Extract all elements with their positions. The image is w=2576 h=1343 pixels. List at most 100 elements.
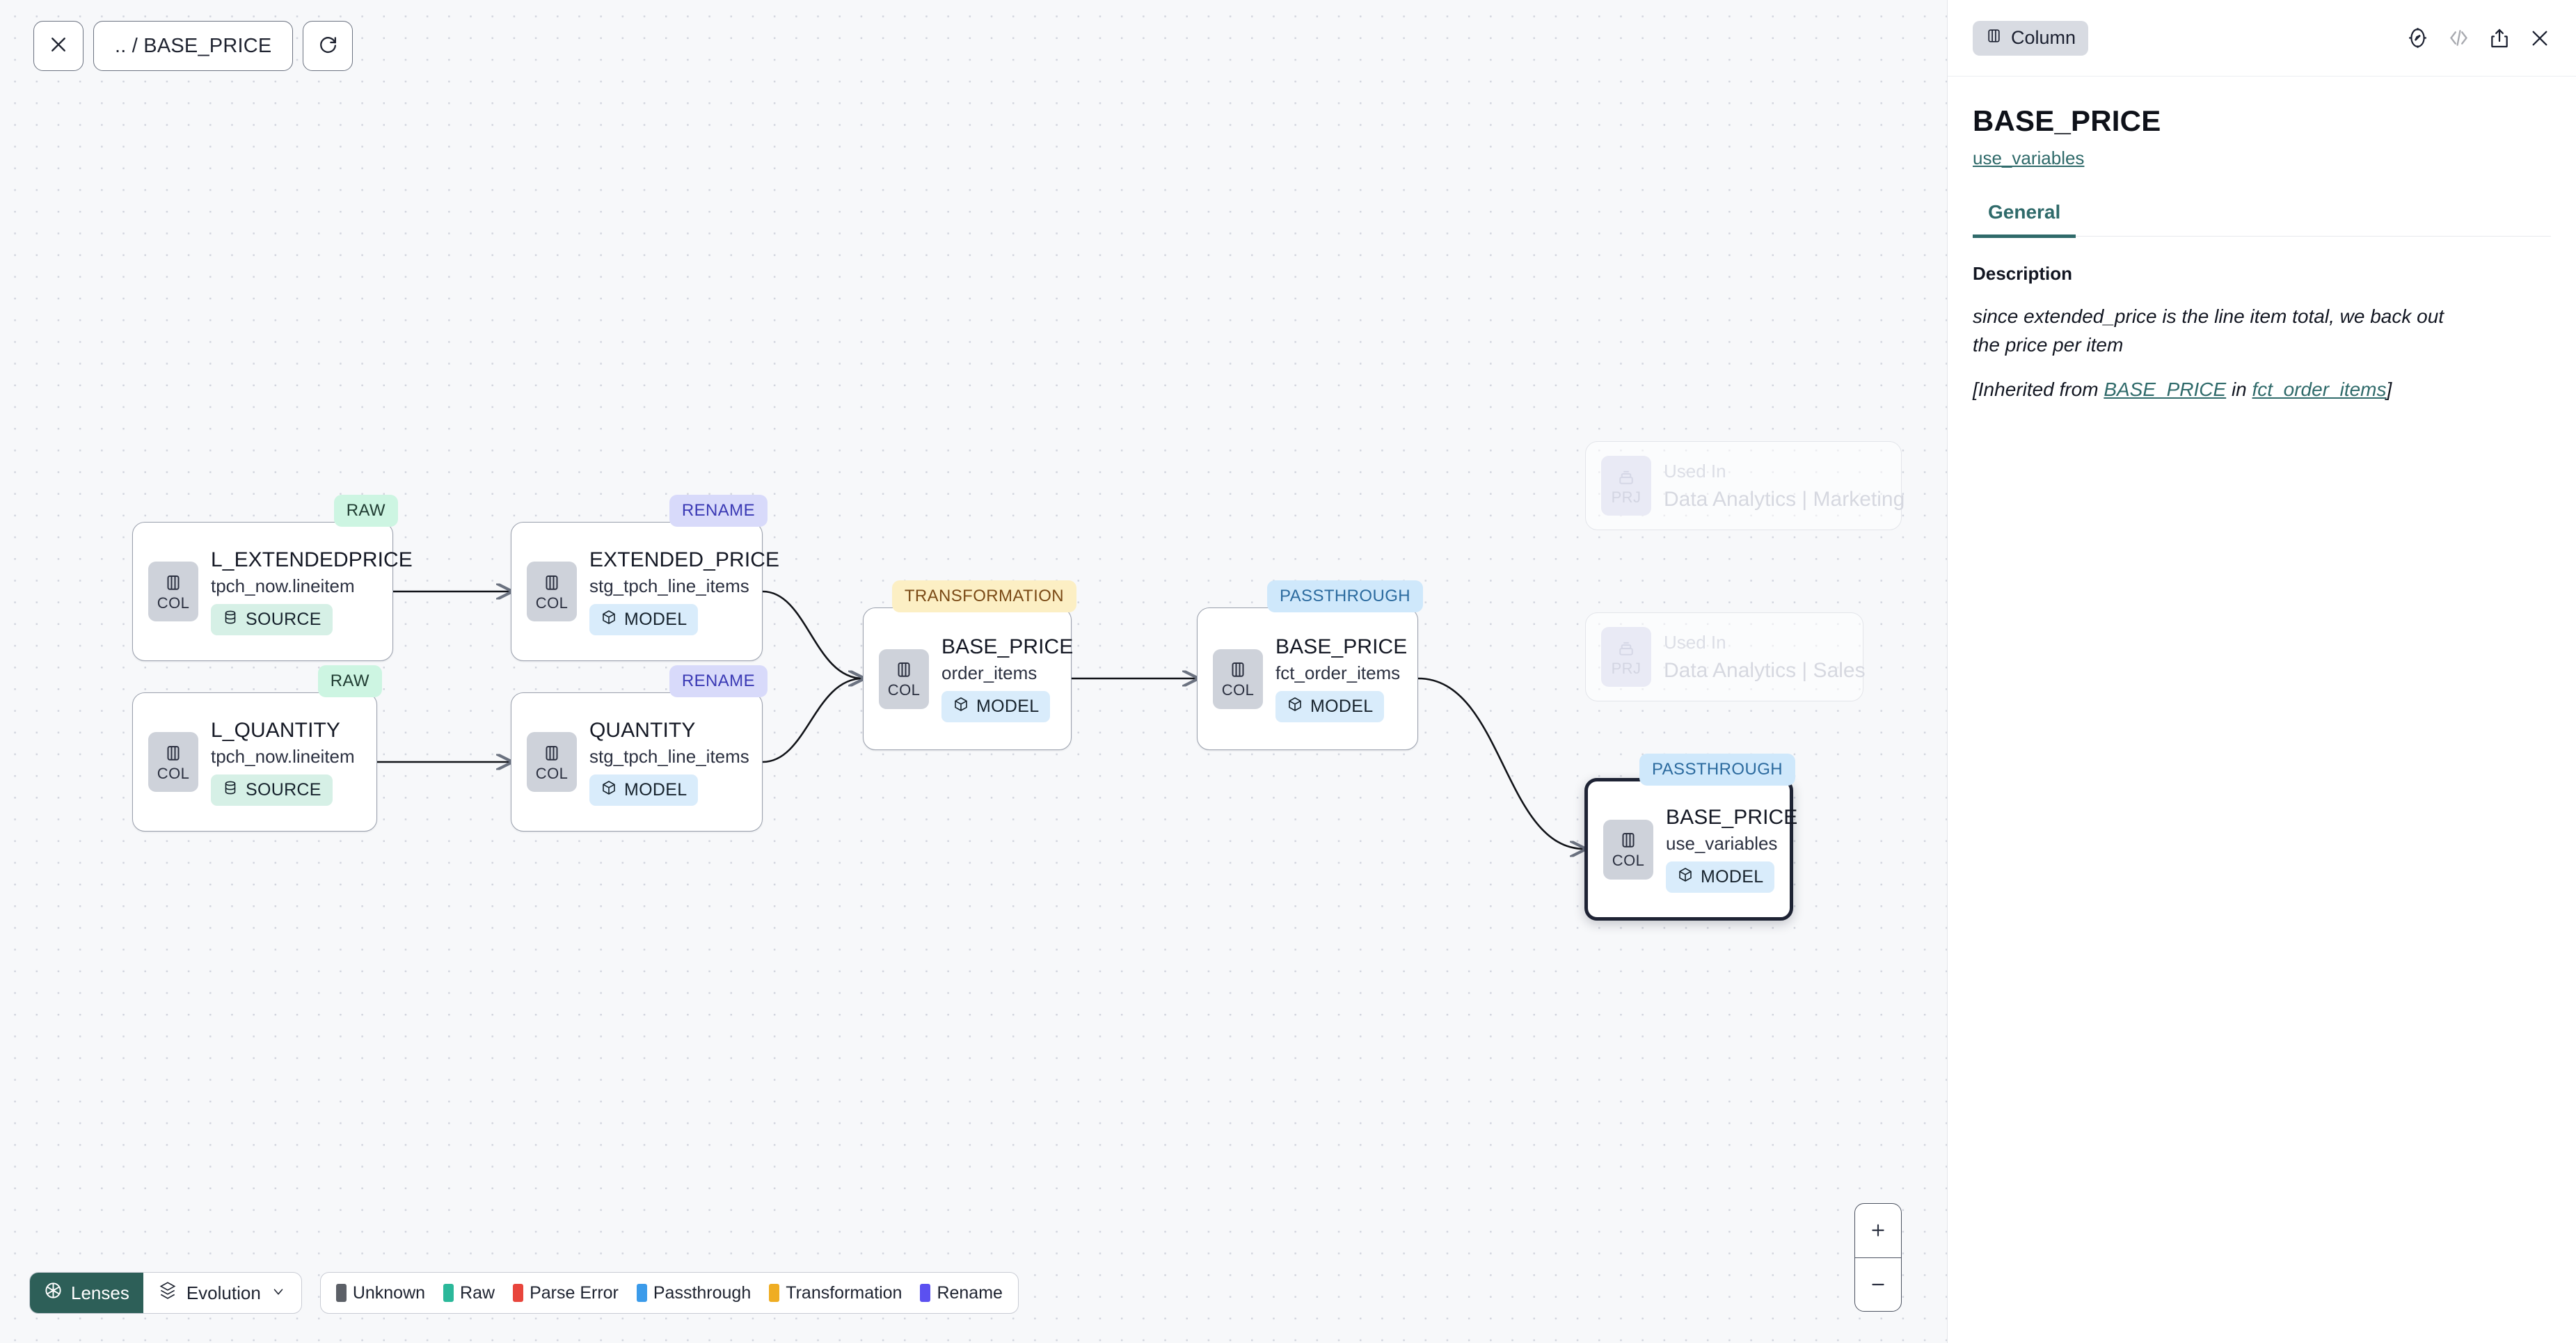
legend-label: Rename xyxy=(937,1282,1003,1303)
source-icon xyxy=(222,609,239,630)
lineage-legend: Unknown Raw Parse Error Passthrough Transfor… xyxy=(319,1272,1019,1314)
node-badge: PASSTHROUGH xyxy=(1639,754,1795,786)
entity-type-chip[interactable]: Column xyxy=(1973,20,2089,56)
used-in-node[interactable]: PRJ Used In Data Analytics | Sales xyxy=(1585,612,1866,701)
node-kind-chip: SOURCE xyxy=(211,603,333,635)
legend-swatch xyxy=(920,1284,931,1302)
node-title: BASE_PRICE xyxy=(1666,806,1798,829)
entity-type-label: Column xyxy=(2011,27,2076,48)
lineage-canvas[interactable]: .. / BASE_PRICE PRJ Used In Data Analytics… xyxy=(0,0,1947,1343)
node-kind-chip: MODEL xyxy=(1666,861,1775,893)
column-icon: COL xyxy=(527,562,577,621)
node-badge: RENAME xyxy=(669,495,768,527)
legend-swatch xyxy=(636,1284,647,1302)
legend-swatch xyxy=(443,1284,454,1302)
evolution-dropdown[interactable]: Evolution xyxy=(143,1273,301,1313)
lineage-node[interactable]: RENAME COL EXTENDED_PRICE stg_tpch_line_ite… xyxy=(511,495,779,661)
breadcrumb[interactable]: .. / BASE_PRICE xyxy=(93,21,294,71)
zoom-in-button[interactable] xyxy=(1855,1204,1901,1257)
used-in-node[interactable]: PRJ Used In Data Analytics | Marketing xyxy=(1585,441,1905,530)
panel-header-actions xyxy=(2406,26,2551,49)
lenses-group: Lenses Evolution xyxy=(29,1272,302,1314)
model-icon xyxy=(1287,696,1303,717)
close-panel-icon[interactable] xyxy=(2529,27,2551,49)
used-in-label: Used In xyxy=(1664,631,1726,653)
zoom-controls xyxy=(1854,1203,1902,1312)
legend-item[interactable]: Parse Error xyxy=(513,1283,619,1303)
legend-label: Unknown xyxy=(352,1282,426,1303)
node-title: L_EXTENDEDPRICE xyxy=(211,548,413,571)
used-in-target: Data Analytics | Sales xyxy=(1664,658,1866,682)
evolution-label: Evolution xyxy=(186,1282,261,1303)
node-title: EXTENDED_PRICE xyxy=(589,548,780,571)
share-icon[interactable] xyxy=(2488,27,2511,49)
column-icon: COL xyxy=(148,732,198,792)
node-subtitle: fct_order_items xyxy=(1275,662,1401,683)
legend-item[interactable]: Rename xyxy=(920,1283,1003,1303)
model-icon xyxy=(601,609,617,630)
used-in-target: Data Analytics | Marketing xyxy=(1664,487,1905,511)
inherited-model-link[interactable]: fct_order_items xyxy=(2252,379,2387,401)
used-in-label: Used In xyxy=(1664,460,1726,482)
refresh-button[interactable] xyxy=(303,21,353,71)
legend-label: Passthrough xyxy=(653,1282,752,1303)
model-icon xyxy=(1677,866,1694,888)
parent-model-link[interactable]: use_variables xyxy=(1973,148,2085,168)
tab-general[interactable]: General xyxy=(1973,201,2076,238)
node-kind-chip: MODEL xyxy=(589,774,699,806)
node-subtitle: use_variables xyxy=(1666,833,1778,854)
node-badge: RENAME xyxy=(669,665,768,697)
legend-item[interactable]: Raw xyxy=(443,1283,495,1303)
node-kind-chip: MODEL xyxy=(589,603,699,635)
model-icon xyxy=(601,779,617,801)
node-badge: TRANSFORMATION xyxy=(891,580,1076,612)
column-icon: COL xyxy=(527,732,577,792)
inherited-column-link[interactable]: BASE_PRICE xyxy=(2104,379,2227,401)
inherited-suffix: ] xyxy=(2386,379,2392,401)
node-subtitle: tpch_now.lineitem xyxy=(211,575,355,596)
description-text: since extended_price is the line item to… xyxy=(1973,305,2444,356)
code-icon[interactable] xyxy=(2447,26,2470,49)
legend-swatch xyxy=(513,1284,524,1302)
details-panel: Column xyxy=(1947,0,2576,1343)
node-title: L_QUANTITY xyxy=(211,718,341,742)
project-icon: PRJ xyxy=(1601,456,1651,516)
legend-item[interactable]: Unknown xyxy=(335,1282,426,1303)
inherited-note: [Inherited from BASE_PRICE in fct_order_… xyxy=(1973,379,2551,401)
legend-swatch xyxy=(335,1284,347,1302)
node-subtitle: stg_tpch_line_items xyxy=(589,575,749,596)
close-icon xyxy=(48,34,69,58)
compass-icon[interactable] xyxy=(2406,26,2429,49)
page-title: BASE_PRICE xyxy=(1973,104,2161,137)
column-icon xyxy=(1985,27,2003,49)
model-icon xyxy=(953,696,969,717)
refresh-icon xyxy=(317,33,339,58)
panel-tabs: General xyxy=(1973,201,2551,238)
node-badge: PASSTHROUGH xyxy=(1267,580,1423,612)
legend-item[interactable]: Passthrough xyxy=(636,1282,752,1303)
legend-label: Transformation xyxy=(786,1282,903,1303)
description-label: Description xyxy=(1973,263,2073,284)
chevron-down-icon xyxy=(271,1282,286,1304)
close-graph-button[interactable] xyxy=(33,21,84,71)
canvas-toolbar: .. / BASE_PRICE xyxy=(33,21,353,71)
project-icon: PRJ xyxy=(1601,627,1651,687)
legend-label: Parse Error xyxy=(530,1282,619,1303)
lenses-button[interactable]: Lenses xyxy=(30,1273,143,1313)
zoom-out-button[interactable] xyxy=(1855,1257,1901,1312)
node-kind-chip: MODEL xyxy=(1275,691,1385,722)
inherited-mid: in xyxy=(2226,379,2252,401)
node-subtitle: stg_tpch_line_items xyxy=(589,745,749,767)
legend-item[interactable]: Transformation xyxy=(769,1283,902,1303)
aperture-icon xyxy=(44,1281,63,1305)
layers-icon xyxy=(159,1281,177,1305)
lenses-label: Lenses xyxy=(71,1282,129,1303)
description-section: Description since extended_price is the … xyxy=(1948,237,2576,401)
breadcrumb-label: .. / BASE_PRICE xyxy=(115,34,272,57)
